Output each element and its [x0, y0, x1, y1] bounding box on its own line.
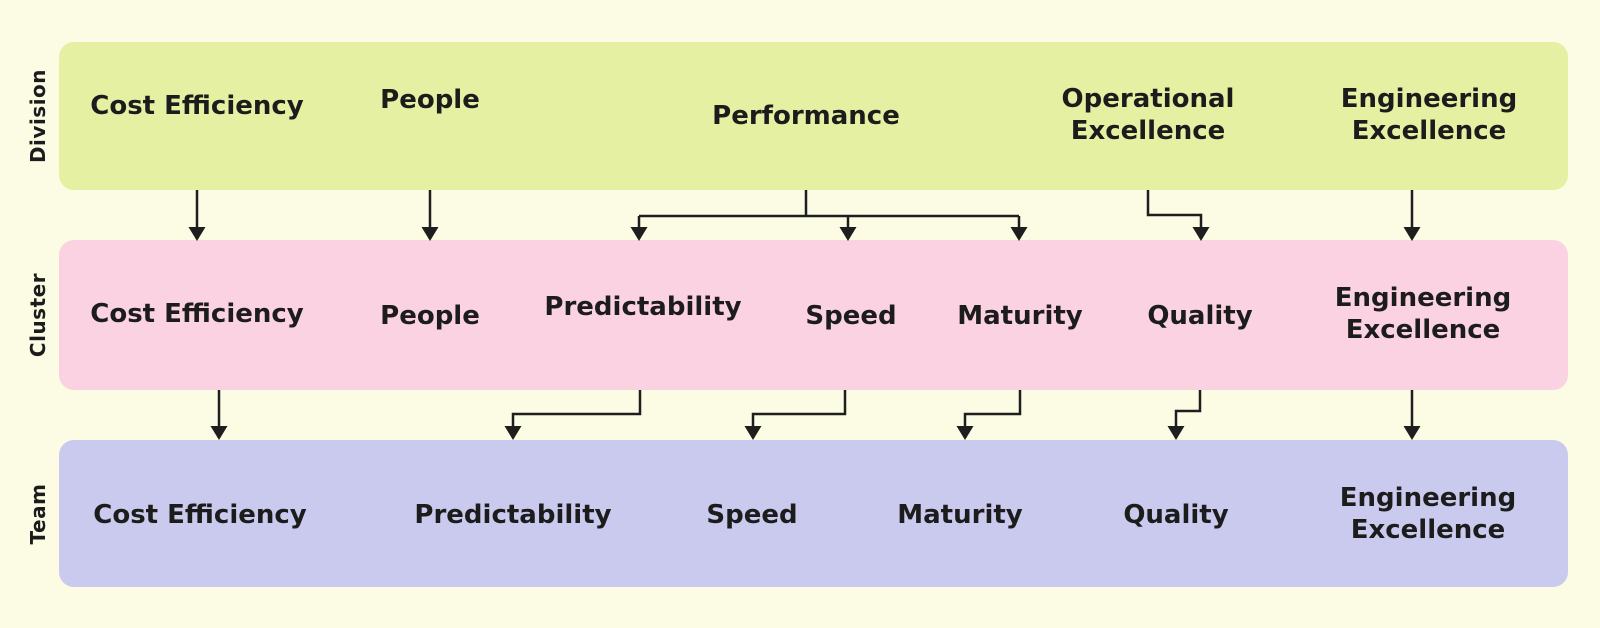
item-cluster-cost-efficiency: Cost Efficiency	[90, 299, 304, 329]
connector-cluster-maturity-to-team	[956, 390, 1022, 440]
item-division-cost-efficiency: Cost Efficiency	[90, 91, 304, 121]
connector-operational-excellence-to-quality	[1146, 190, 1210, 241]
item-cluster-speed: Speed	[805, 301, 897, 331]
item-cluster-maturity: Maturity	[957, 301, 1083, 331]
connector-cluster-speed-to-team	[744, 390, 847, 440]
item-team-predictability: Predictability	[414, 500, 612, 530]
item-team-quality: Quality	[1123, 500, 1229, 530]
band-division	[59, 42, 1568, 190]
item-team-speed: Speed	[706, 500, 798, 530]
item-team-cost-efficiency: Cost Efficiency	[93, 500, 307, 530]
item-cluster-people: People	[380, 301, 480, 331]
item-team-maturity: Maturity	[897, 500, 1023, 530]
item-division-performance: Performance	[712, 101, 900, 131]
connector-cluster-predictability-to-team	[504, 390, 642, 440]
item-cluster-quality: Quality	[1147, 301, 1253, 331]
item-cluster-predictability: Predictability	[544, 292, 742, 322]
connector-cluster-quality-to-team	[1167, 390, 1202, 440]
band-cluster	[59, 240, 1568, 390]
band-team	[59, 440, 1568, 587]
item-division-people: People	[380, 85, 480, 115]
